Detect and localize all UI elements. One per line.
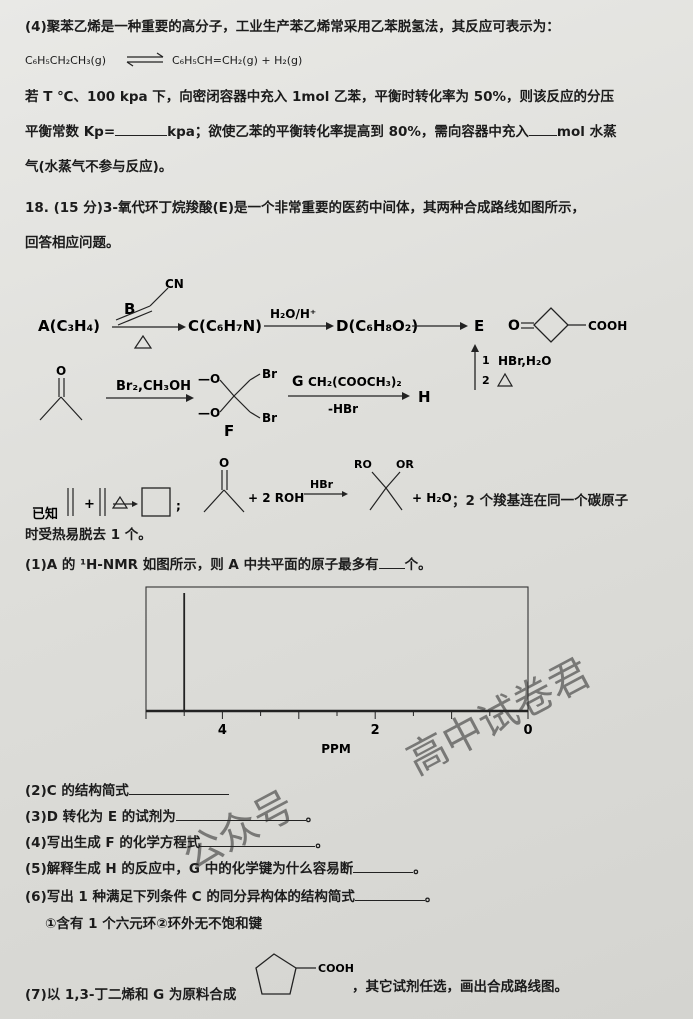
known-label: 已知 <box>32 506 58 522</box>
q4-blank <box>200 834 316 847</box>
equilibrium-arrow-icon <box>126 52 164 67</box>
q4-line5: 气(水蒸气不参与反应)。 <box>25 159 173 175</box>
compound-h: H <box>418 388 431 406</box>
f-ether-bot: —O <box>198 406 220 420</box>
ketal-or: OR <box>396 458 414 471</box>
nmr-xlabel: PPM <box>321 742 351 756</box>
q18-header1: 18. (15 分)3-氧代环丁烷羧酸(E)是一个非常重要的医药中间体，其两种合… <box>25 200 585 216</box>
q1-blank <box>378 556 405 569</box>
e-oxygen: O <box>508 318 520 334</box>
q6-blank <box>354 888 425 901</box>
ketal-ro: RO <box>354 458 372 471</box>
compound-c: C(C₆H₇N) <box>188 317 262 335</box>
f-br-bot: Br <box>262 411 277 425</box>
q6: (6)写出 1 种满足下列条件 C 的同分异构体的结构简式。 <box>25 888 439 905</box>
q7-start: (7)以 1,3-丁二烯和 G 为原料合成 <box>25 987 237 1003</box>
hbr-h2o: HBr,H₂O <box>498 354 551 368</box>
synthesis-scheme: A(C₃H₄) B CN C(C₆H₇N) H₂O/H⁺ D(C₆H₈O₂) E… <box>38 277 627 440</box>
q18-header2: 回答相应问题。 <box>25 235 120 251</box>
arrowhead-icon <box>186 394 194 402</box>
arrowhead-icon <box>132 501 138 507</box>
q4-kp-label: 平衡常数 Kp= <box>25 124 116 140</box>
compound-a: A(C₃H₄) <box>38 317 100 335</box>
compound-b: B <box>124 300 135 318</box>
step-2: 2 <box>482 374 490 387</box>
q4-eq-left: C₆H₅CH₂CH₃(g) <box>25 54 107 67</box>
arrowhead-icon <box>326 322 334 330</box>
reagent-br2: Br₂,CH₃OH <box>116 379 191 394</box>
minus-hbr: -HBr <box>328 402 358 416</box>
q4-line4-end: mol 水蒸 <box>556 124 617 140</box>
q4-line4-mid: kpa；欲使乙苯的平衡转化率提高到 80%，需向容器中充入 <box>167 124 529 140</box>
arrowhead-icon <box>402 392 410 400</box>
compound-d: D(C₆H₈O₂) <box>336 317 418 335</box>
f-ether-top: —O <box>198 372 220 386</box>
arrowhead-icon <box>342 491 348 497</box>
reagent-h2o: H₂O/H⁺ <box>270 307 316 321</box>
cyclobutane-square <box>141 487 171 517</box>
cyclobutane-ring <box>533 307 569 343</box>
svg-text:;: ; <box>176 499 181 513</box>
heat-triangle-icon <box>111 495 129 509</box>
cn-label: CN <box>165 277 184 291</box>
nmr-tick-2: 2 <box>371 723 380 738</box>
compound-e: E <box>474 317 484 335</box>
q5: (5)解释生成 H 的反应中，G 中的化学键为什么容易断。 <box>25 860 427 877</box>
known-plus1: + <box>84 497 95 512</box>
acrylonitrile-structure <box>115 287 169 326</box>
q5-blank <box>353 860 414 873</box>
mol-blank <box>528 123 557 136</box>
g-reagent: CH₂(COOCH₃)₂ <box>308 375 402 389</box>
q2-blank <box>128 782 229 795</box>
q2: (2)C 的结构简式 <box>25 782 229 800</box>
q3: (3)D 转化为 E 的试剂为。 <box>25 808 320 825</box>
q3-blank <box>175 808 306 821</box>
heat-triangle-icon <box>496 372 514 387</box>
step-1: 1 <box>482 354 490 367</box>
q6-conditions: ①含有 1 个六元环②环外无不饱和键 <box>45 916 263 932</box>
nmr-spectrum: 4 2 0 PPM <box>145 586 533 756</box>
q4-eq-right: C₆H₅CH=CH₂(g) + H₂(g) <box>172 54 303 67</box>
nmr-tick-0: 0 <box>523 723 532 738</box>
heat-triangle-icon <box>133 334 153 349</box>
nmr-axis <box>145 711 529 719</box>
q7-cooh: COOH <box>318 962 354 975</box>
f-br-top: Br <box>262 367 277 381</box>
nmr-tick-4: 4 <box>218 723 227 738</box>
e-cooh: COOH <box>588 319 627 333</box>
known-plus2: + 2 ROH <box>248 491 304 505</box>
q4-f: (4)写出生成 F 的化学方程式。 <box>25 834 329 851</box>
arrowhead-icon <box>460 322 468 330</box>
svg-text:O: O <box>219 456 229 470</box>
kp-blank <box>115 123 168 136</box>
cyclopentane-ring <box>255 953 297 995</box>
known-note2: 时受热易脱去 1 个。 <box>25 527 152 543</box>
cyclopentane-cooh-structure: COOH <box>255 953 354 995</box>
q1: (1)A 的 ¹H-NMR 如图所示，则 A 中共平面的原子最多有个。 <box>25 556 432 573</box>
compound-f: F <box>224 422 234 440</box>
acetone-structure: O <box>39 364 83 421</box>
compound-g: G <box>292 374 304 390</box>
known-hbr: HBr <box>310 478 334 491</box>
known-water: + H₂O <box>412 491 452 505</box>
q4-line4: 平衡常数 Kp= kpa；欲使乙苯的平衡转化率提高到 80%，需向容器中充入 mol… <box>25 123 617 141</box>
arrowhead-icon <box>178 323 186 331</box>
q7-end: ，其它试剂任选，画出合成路线图。 <box>352 979 568 995</box>
arrowhead-icon <box>471 344 479 352</box>
nmr-frame <box>145 586 529 712</box>
known-reactions: 已知 + ; O + 2 ROH HBr RO OR + H₂O <box>32 456 452 522</box>
q4-line3: 若 T ℃、100 kpa 下，向密闭容器中充入 1mol 乙苯，平衡时转化率为… <box>25 89 615 105</box>
known-note: ；2 个羧基连在同一个碳原子 <box>452 493 629 509</box>
svg-text:O: O <box>56 364 66 378</box>
q4-line1: (4)聚苯乙烯是一种重要的高分子，工业生产苯乙烯常采用乙苯脱氢法，其反应可表示为… <box>25 19 560 35</box>
